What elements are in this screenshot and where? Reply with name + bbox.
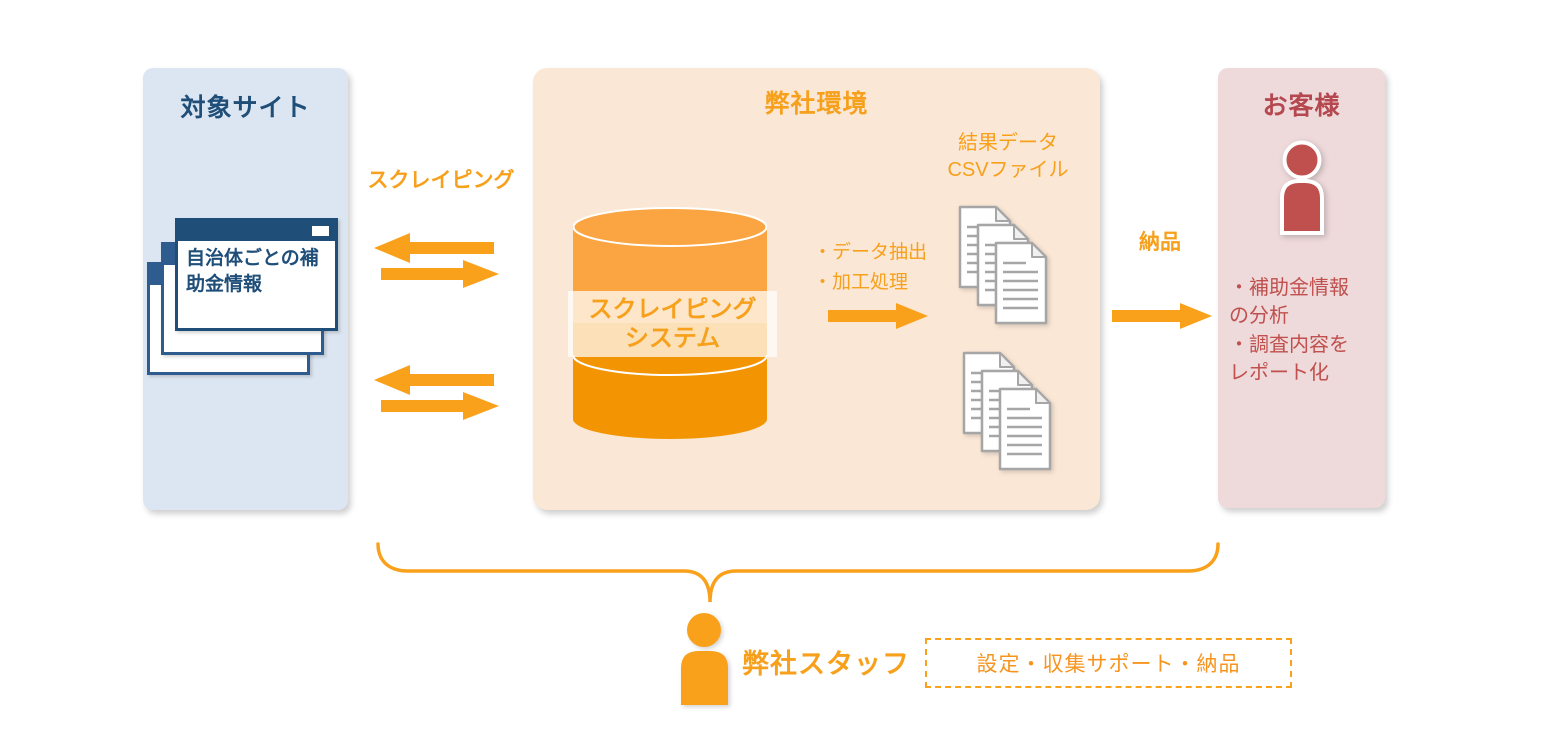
municipality-subsidy-text: 自治体ごとの補助金情報	[186, 248, 319, 296]
company-environment-title: 弊社環境	[764, 90, 869, 118]
process-item-transform: ・加工処理	[813, 272, 909, 294]
delivery-flow-label: 納品	[1139, 231, 1181, 254]
browser-window-icon: 自治体ごとの補助金情報	[175, 218, 338, 331]
support-note-text: 設定・収集サポート・納品	[976, 653, 1241, 676]
arrow-right-icon	[828, 303, 928, 329]
window-button-icon	[312, 226, 329, 236]
customer-tasks: ・補助金情報の分析 ・調査内容をレポート化	[1229, 274, 1365, 388]
document-icon	[994, 241, 1048, 325]
customer-title: お客様	[1262, 92, 1341, 120]
result-data-line1: 結果データ	[958, 132, 1058, 154]
task-report: ・調査内容をレポート化	[1229, 333, 1349, 385]
company-environment-panel: 弊社環境 スクレイピング システム ・データ抽出 ・加工処理 結果データ CSV…	[533, 68, 1100, 510]
customer-person-icon	[1280, 140, 1324, 235]
arrow-right-icon	[381, 260, 499, 288]
result-data-label: 結果データ CSVファイル	[923, 130, 1093, 184]
support-note-box: 設定・収集サポート・納品	[925, 638, 1292, 688]
arrow-left-icon	[374, 365, 494, 395]
customer-panel: お客様 ・補助金情報の分析 ・調査内容をレポート化	[1218, 68, 1385, 508]
arrow-left-icon	[374, 233, 494, 263]
process-item-extract: ・データ抽出	[813, 242, 928, 263]
target-sites-title: 対象サイト	[180, 94, 311, 122]
target-sites-panel: 対象サイト 自治体ごとの補助金情報	[143, 68, 348, 510]
arrow-right-icon	[381, 392, 499, 420]
result-data-line2: CSVファイル	[947, 159, 1069, 181]
document-stack-icon	[962, 351, 1054, 473]
arrow-right-icon	[1112, 303, 1212, 329]
scraping-system-label: スクレイピング システム	[568, 291, 777, 357]
scraping-system-line2: システム	[624, 325, 721, 352]
scraping-flow-label: スクレイピング	[367, 169, 515, 192]
staff-label: 弊社スタッフ	[742, 649, 910, 679]
document-icon	[998, 387, 1052, 471]
task-analysis: ・補助金情報の分析	[1229, 277, 1349, 328]
staff-person-icon	[681, 613, 728, 705]
document-stack-icon	[958, 205, 1050, 327]
browser-titlebar	[178, 221, 335, 241]
scraping-system-line1: スクレイピング	[588, 295, 757, 323]
curly-brace	[376, 542, 1220, 603]
process-list: ・データ抽出 ・加工処理	[813, 238, 927, 299]
